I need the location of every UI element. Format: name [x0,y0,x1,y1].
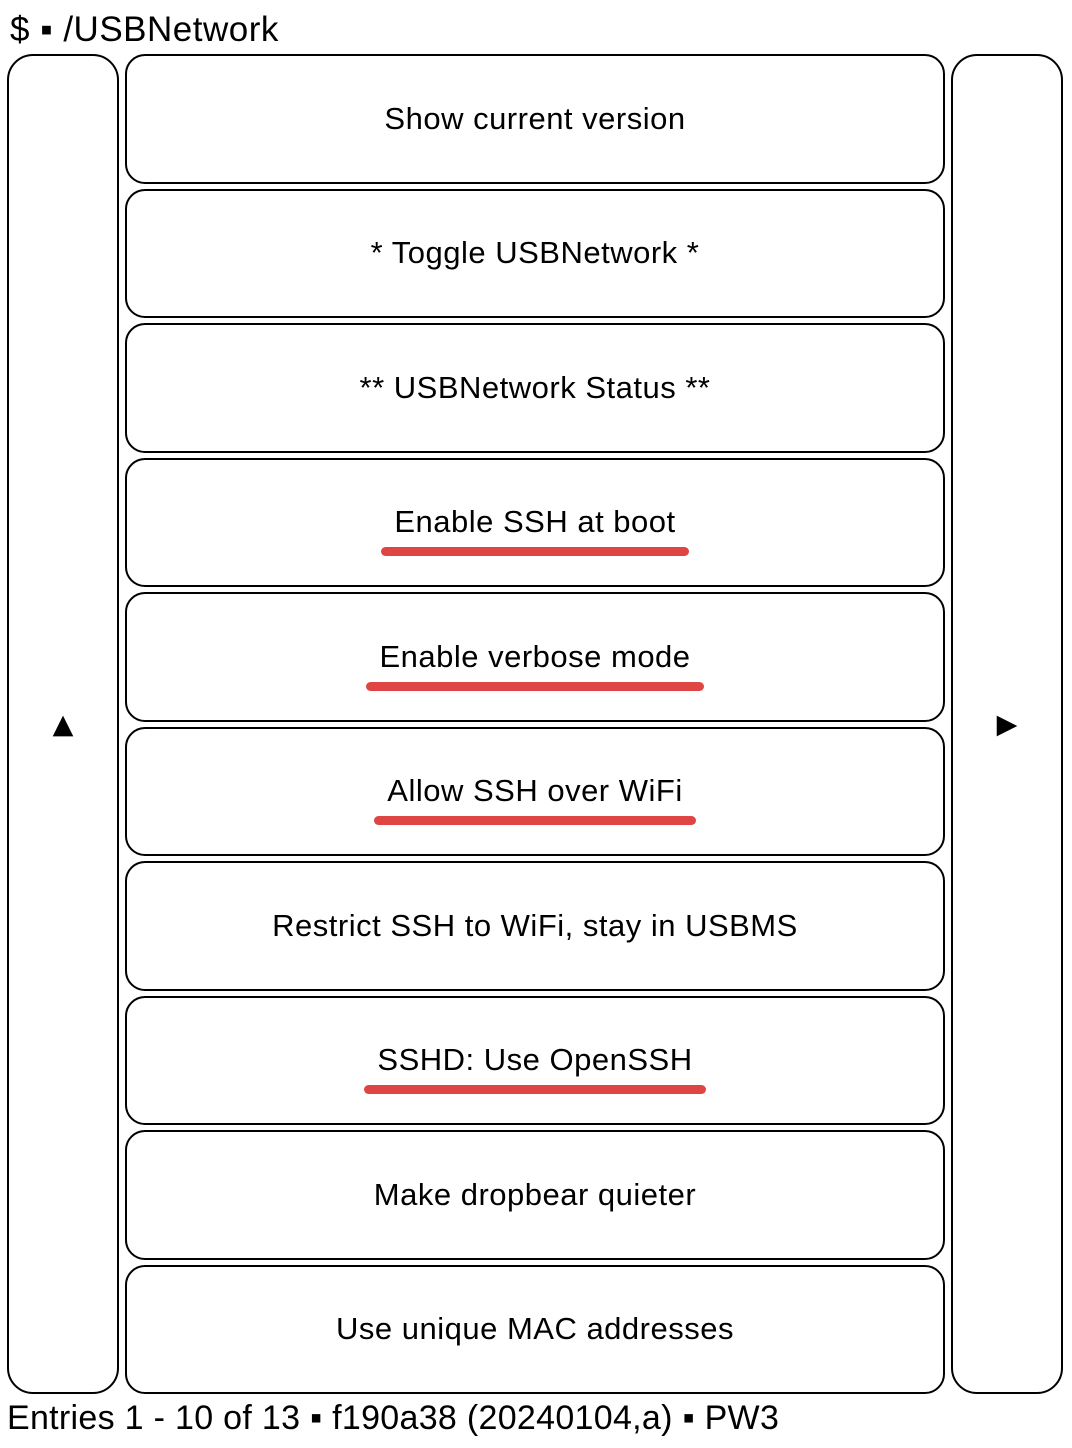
menu-item-sshd-use-openssh[interactable]: SSHD: Use OpenSSH [125,995,945,1125]
breadcrumb: $ ▪ /USBNetwork [7,6,1063,54]
menu-item-show-current-version[interactable]: Show current version [125,54,945,184]
status-text: Entries 1 - 10 of 13 ▪ f190a38 (20240104… [7,1398,780,1437]
menu-item-label: SSHD: Use OpenSSH [364,1042,706,1095]
menu-item-label: Use unique MAC addresses [336,1311,734,1347]
status-bar: Entries 1 - 10 of 13 ▪ f190a38 (20240104… [7,1394,1063,1446]
menu-item-toggle-usbnetwork[interactable]: * Toggle USBNetwork * [125,188,945,318]
scroll-up-button[interactable]: ▲ [7,54,119,1394]
menu-item-label: Show current version [384,100,686,136]
menu-item-label: Allow SSH over WiFi [374,773,697,826]
menu-item-make-dropbear-quieter[interactable]: Make dropbear quieter [125,1130,945,1260]
next-page-button[interactable]: ▶ [951,54,1063,1394]
menu-content: ▲ Show current version * Toggle USBNetwo… [7,54,1063,1394]
menu-item-label: Enable verbose mode [366,638,704,691]
menu-item-allow-ssh-over-wifi[interactable]: Allow SSH over WiFi [125,726,945,856]
right-triangle-icon: ▶ [996,708,1018,740]
menu-item-enable-ssh-at-boot[interactable]: Enable SSH at boot [125,457,945,587]
menu-item-label: Make dropbear quieter [373,1176,697,1212]
menu-item-label: Restrict SSH to WiFi, stay in USBMS [272,907,798,943]
menu-list: Show current version * Toggle USBNetwork… [125,54,945,1394]
menu-item-usbnetwork-status[interactable]: ** USBNetwork Status ** [125,323,945,453]
menu-item-label: ** USBNetwork Status ** [359,369,711,405]
menu-item-use-unique-mac-addresses[interactable]: Use unique MAC addresses [125,1264,945,1394]
menu-item-label: * Toggle USBNetwork * [370,235,700,271]
menu-item-enable-verbose-mode[interactable]: Enable verbose mode [125,592,945,722]
menu-item-restrict-ssh-to-wifi[interactable]: Restrict SSH to WiFi, stay in USBMS [125,861,945,991]
page-title: $ ▪ /USBNetwork [10,10,279,49]
up-triangle-icon: ▲ [52,708,74,740]
menu-item-label: Enable SSH at boot [381,504,689,557]
